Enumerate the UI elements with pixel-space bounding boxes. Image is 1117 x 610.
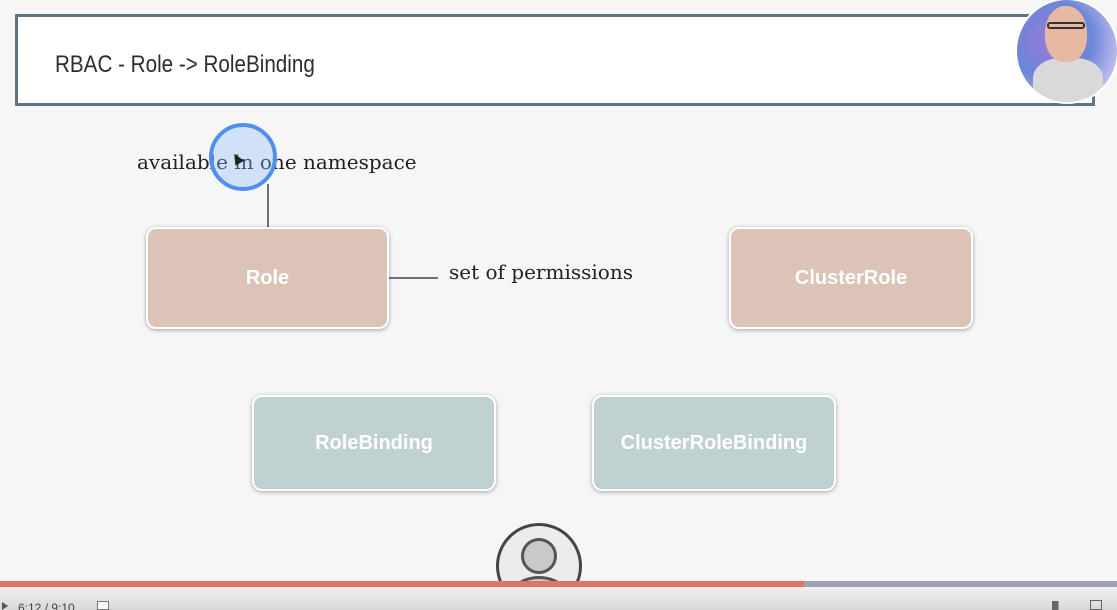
role-box: Role — [146, 227, 389, 329]
transcript-icon[interactable] — [97, 601, 109, 610]
presenter-glasses — [1047, 22, 1085, 29]
volume-icon[interactable] — [1052, 601, 1068, 610]
video-progress-bar[interactable] — [0, 581, 1117, 587]
slide-title: RBAC - Role -> RoleBinding — [55, 51, 315, 78]
cursor-highlight — [209, 123, 277, 191]
presenter-face — [1045, 6, 1087, 62]
presenter-webcam — [1017, 0, 1117, 102]
video-progress-fill — [0, 581, 805, 587]
fullscreen-icon[interactable] — [1090, 600, 1102, 610]
role-binding-box: RoleBinding — [252, 395, 496, 491]
slide-title-frame: RBAC - Role -> RoleBinding — [15, 14, 1095, 106]
video-time: 6:12 / 9:10 — [18, 601, 75, 610]
cluster-role-binding-box: ClusterRoleBinding — [592, 395, 836, 491]
annotation-set-of-permissions: set of permissions — [449, 260, 633, 284]
cluster-role-binding-box-label: ClusterRoleBinding — [620, 431, 808, 454]
presenter-shirt — [1033, 58, 1103, 102]
role-box-label: Role — [245, 266, 290, 289]
cluster-role-box: ClusterRole — [729, 227, 973, 329]
video-controls-bar: 6:12 / 9:10 — [0, 587, 1117, 610]
cluster-role-box-label: ClusterRole — [794, 266, 908, 289]
play-icon[interactable] — [2, 602, 8, 610]
role-binding-box-label: RoleBinding — [315, 431, 433, 454]
avatar-head — [521, 538, 557, 574]
